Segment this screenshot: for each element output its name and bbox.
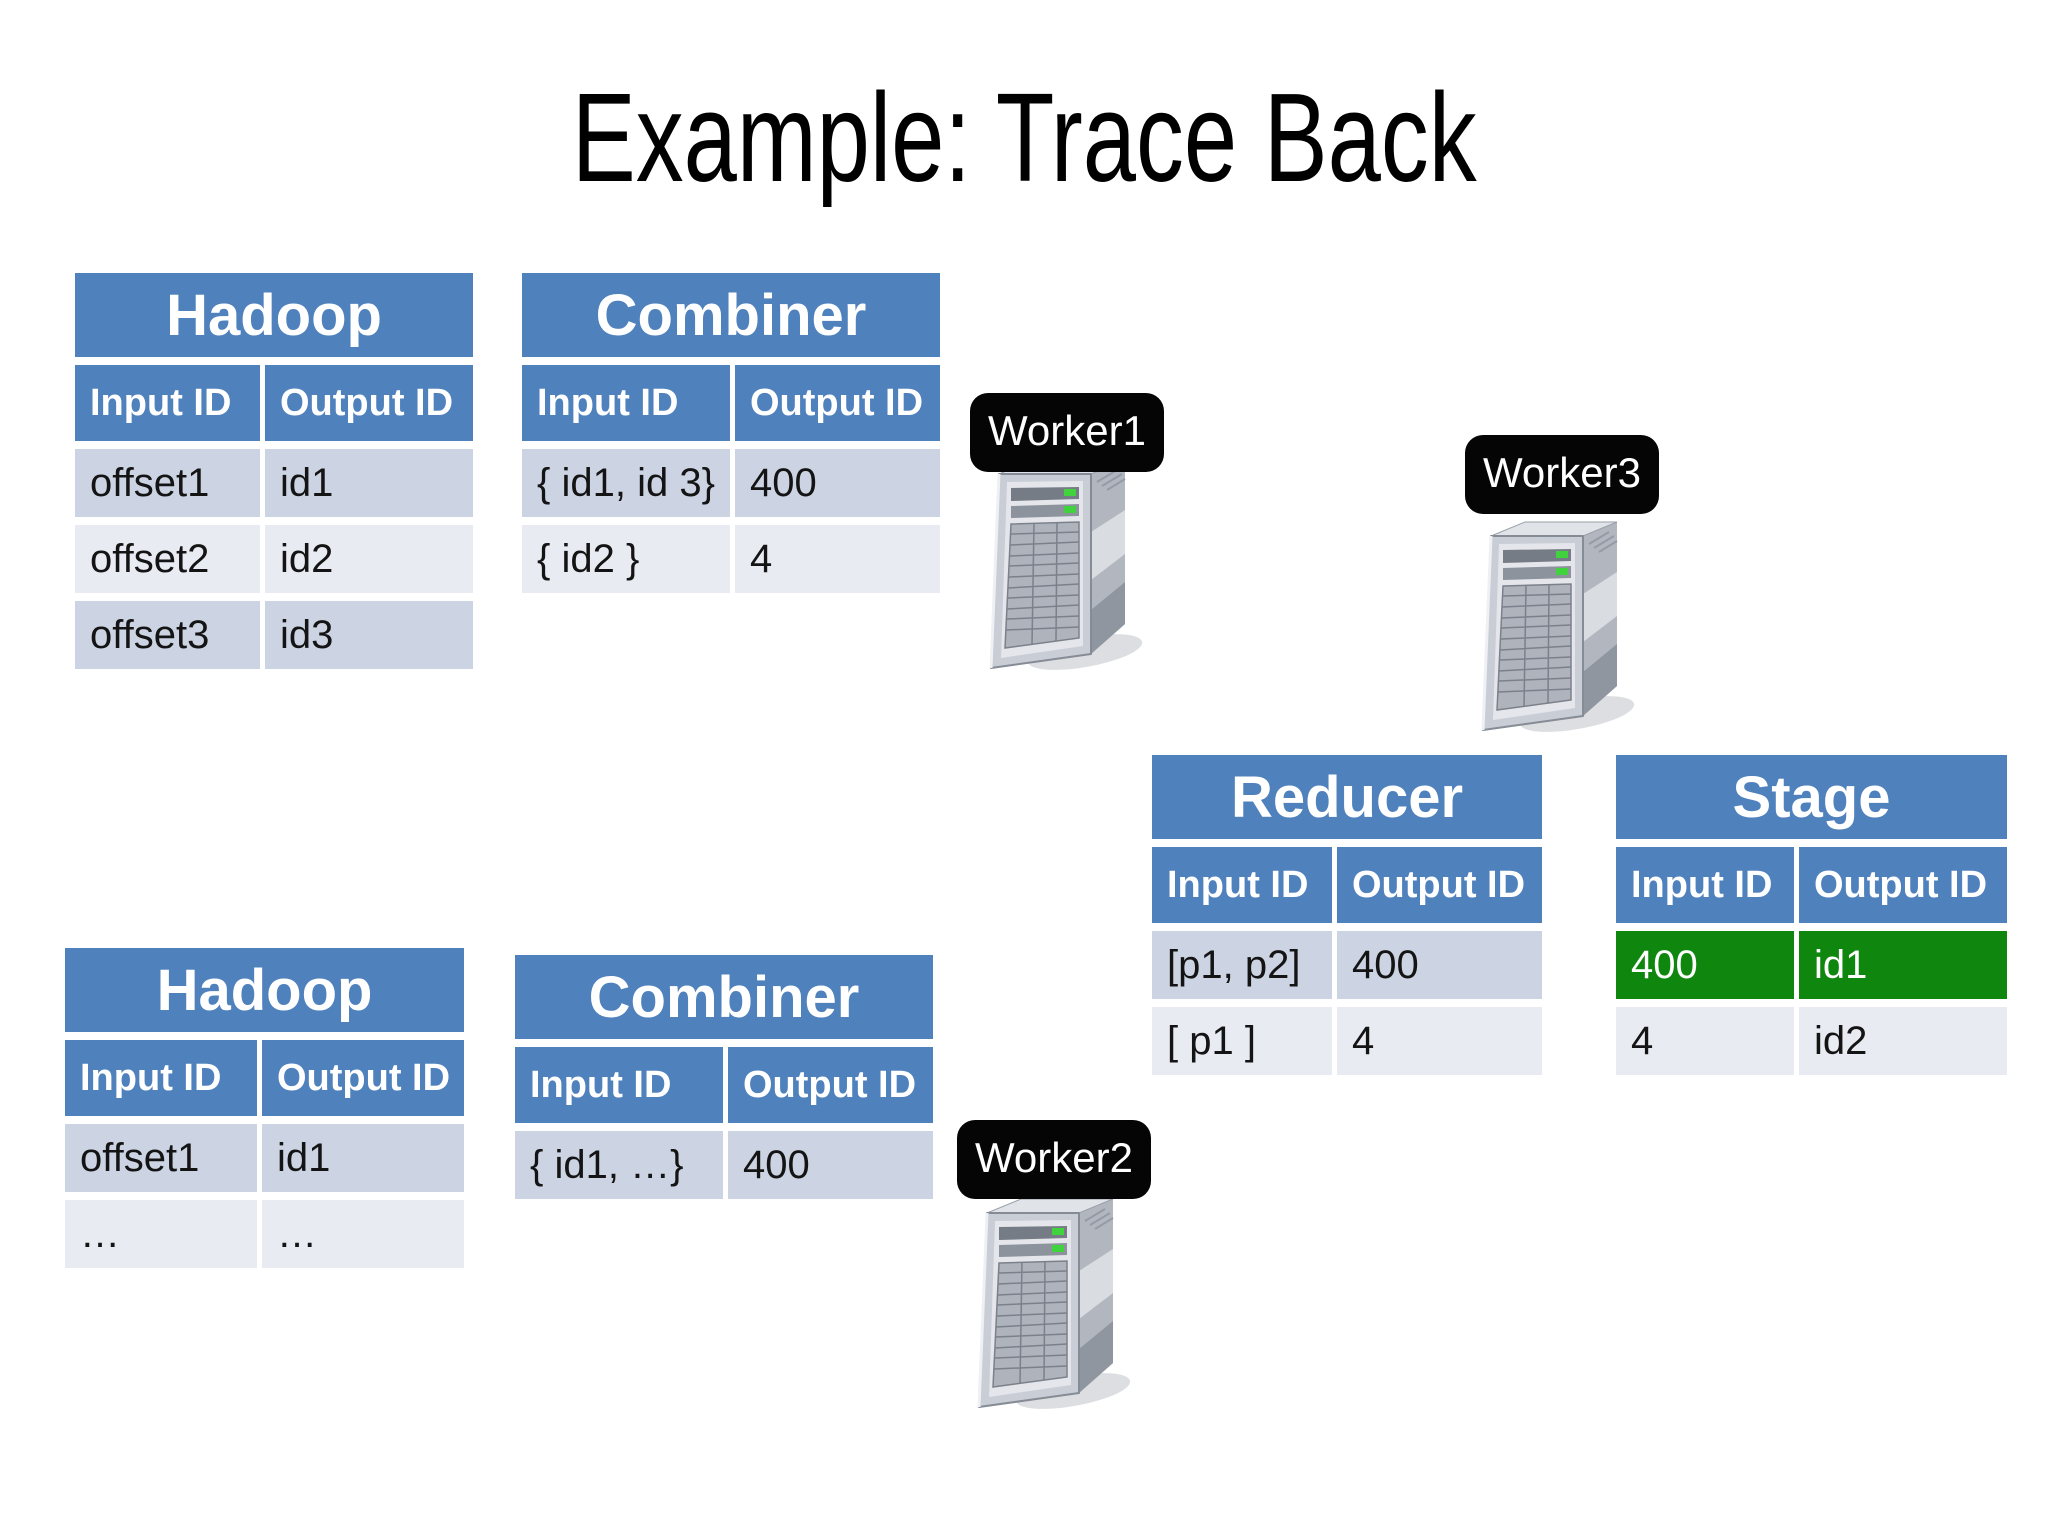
table-cell: id1: [265, 449, 473, 517]
worker2-node: Worker2: [947, 1117, 1187, 1427]
table-cell: 4: [735, 525, 940, 593]
table-title: Combiner: [522, 273, 940, 357]
table-title: Hadoop: [65, 948, 464, 1032]
table-title: Hadoop: [75, 273, 473, 357]
worker3-node: Worker3: [1455, 432, 1695, 752]
column-header-output-id: Output ID: [728, 1047, 933, 1123]
column-header-input-id: Input ID: [1616, 847, 1794, 923]
table-title: Stage: [1616, 755, 2007, 839]
table-cell: 400: [728, 1131, 933, 1199]
table-cell: 4: [1616, 1007, 1794, 1075]
server-tower-icon: [977, 1197, 1133, 1411]
table-cell-highlighted: id1: [1799, 931, 2007, 999]
table-cell: id3: [265, 601, 473, 669]
table-cell: [ p1 ]: [1152, 1007, 1332, 1075]
worker3-label: Worker3: [1465, 435, 1659, 514]
page-title-text: Example: Trace Back: [571, 67, 1477, 208]
table-cell: 400: [1337, 931, 1542, 999]
table-cell: id2: [1799, 1007, 2007, 1075]
column-header-output-id: Output ID: [1337, 847, 1542, 923]
column-header-output-id: Output ID: [735, 365, 940, 441]
table-reducer: Reducer Input ID Output ID [p1, p2] 400 …: [1152, 755, 1542, 1075]
server-tower-icon: [989, 458, 1145, 672]
page-title: Example: Trace Back: [0, 67, 2048, 208]
table-combiner-bottom: Combiner Input ID Output ID { id1, …} 40…: [515, 955, 933, 1199]
table-stage: Stage Input ID Output ID 400 id1 4 id2: [1616, 755, 2007, 1075]
table-cell: id1: [262, 1124, 464, 1192]
table-cell: …: [262, 1200, 464, 1268]
worker1-label: Worker1: [970, 393, 1164, 472]
worker1-node: Worker1: [960, 390, 1200, 690]
worker2-label: Worker2: [957, 1120, 1151, 1199]
table-hadoop-bottom: Hadoop Input ID Output ID offset1 id1 … …: [65, 948, 464, 1268]
table-cell: …: [65, 1200, 257, 1268]
server-tower-icon: [1481, 520, 1637, 734]
table-combiner-top: Combiner Input ID Output ID { id1, id 3}…: [522, 273, 940, 593]
table-cell: id2: [265, 525, 473, 593]
table-cell: [p1, p2]: [1152, 931, 1332, 999]
table-title: Combiner: [515, 955, 933, 1039]
table-cell: { id2 }: [522, 525, 730, 593]
table-cell: { id1, …}: [515, 1131, 723, 1199]
column-header-input-id: Input ID: [65, 1040, 257, 1116]
table-cell: offset3: [75, 601, 260, 669]
column-header-output-id: Output ID: [262, 1040, 464, 1116]
table-cell-highlighted: 400: [1616, 931, 1794, 999]
column-header-input-id: Input ID: [75, 365, 260, 441]
table-cell: offset2: [75, 525, 260, 593]
column-header-output-id: Output ID: [265, 365, 473, 441]
table-cell: { id1, id 3}: [522, 449, 730, 517]
table-title: Reducer: [1152, 755, 1542, 839]
table-cell: offset1: [65, 1124, 257, 1192]
table-cell: 400: [735, 449, 940, 517]
table-hadoop-top: Hadoop Input ID Output ID offset1 id1 of…: [75, 273, 473, 669]
column-header-output-id: Output ID: [1799, 847, 2007, 923]
column-header-input-id: Input ID: [1152, 847, 1332, 923]
column-header-input-id: Input ID: [522, 365, 730, 441]
table-cell: offset1: [75, 449, 260, 517]
column-header-input-id: Input ID: [515, 1047, 723, 1123]
table-cell: 4: [1337, 1007, 1542, 1075]
